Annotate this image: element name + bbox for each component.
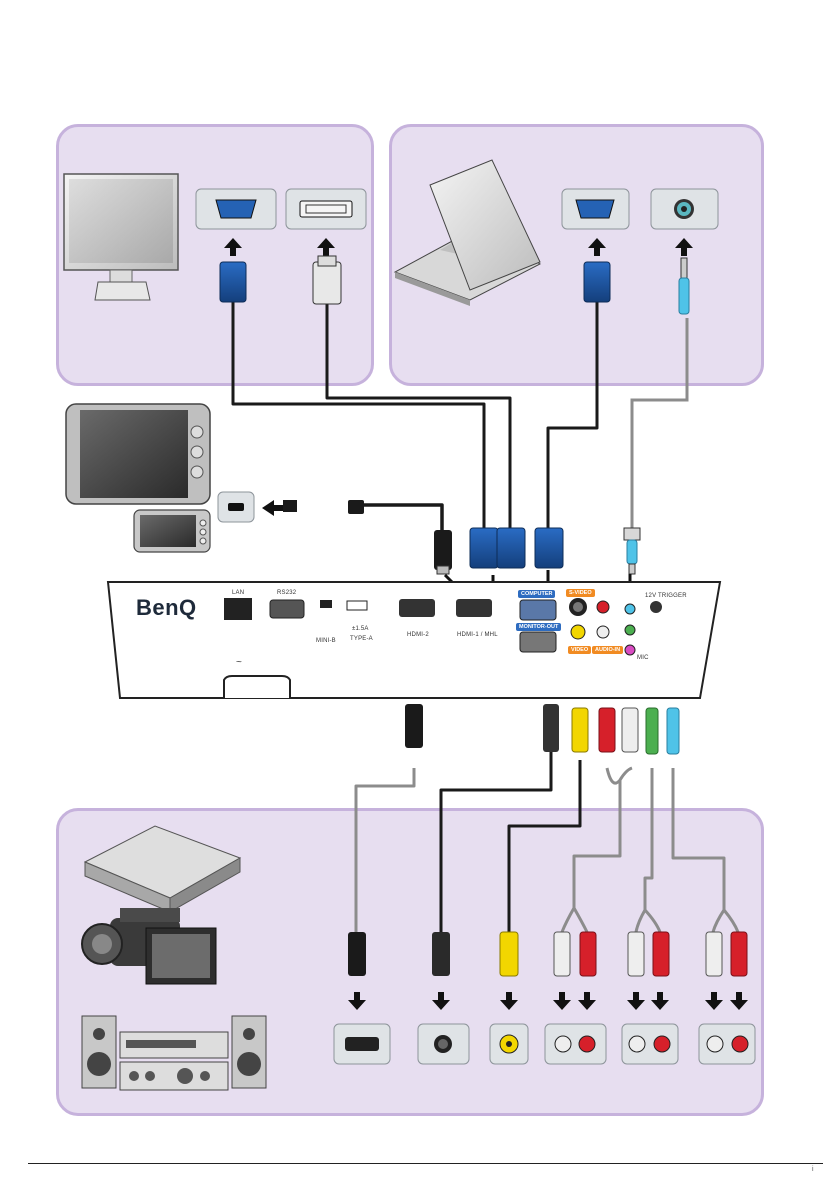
label-12v-trigger: 12V TRIGGER [645,593,687,599]
label-svideo: S-VIDEO [566,589,595,597]
monitor-icon [64,174,178,300]
camcorder-icon [82,908,216,984]
brand-logo: BenQ [136,595,197,621]
label-power: ~ [236,657,242,668]
label-audio-in: AUDIO-IN [592,646,623,654]
label-usb-typea: TYPE-A [350,636,373,642]
lower-cable-heads [348,704,747,976]
stereo-system-icon [82,1016,266,1090]
label-hdmi2: HDMI-2 [407,632,429,638]
label-mic: MIC [637,655,649,661]
arrow-left-icon [262,500,286,516]
label-hdmi1: HDMI-1 / MHL [457,632,498,638]
smartphone-icon [134,510,210,552]
video-cables-upper [233,300,597,530]
bottom-port-tiles [334,1024,755,1064]
tablet-icon [66,404,210,504]
label-computer: COMPUTER [518,590,555,598]
label-usb-power: ±1.5A [352,626,369,632]
audio-cable-upper [632,318,687,528]
svideo-cable-lower [441,752,551,932]
video-cable-lower [509,760,580,932]
laptop-icon [395,160,540,306]
arrow-down-icon [348,992,748,1010]
hdmi-cable-lower [356,768,414,932]
mic-cable-lower [673,768,724,910]
label-monitor-out: MONITOR-OUT [516,623,561,631]
label-usb-mini: MINI-B [316,638,336,644]
label-lan: LAN [232,590,244,596]
projector-back-panel [108,582,720,698]
label-rs232: RS232 [277,590,296,596]
page-rule [28,1163,823,1164]
page-number: i [812,1166,814,1173]
dvd-player-icon [85,826,240,912]
audio-35-cable-lower [645,768,652,910]
label-video: VIDEO [568,646,591,654]
vga-connectors-projector [283,500,640,574]
